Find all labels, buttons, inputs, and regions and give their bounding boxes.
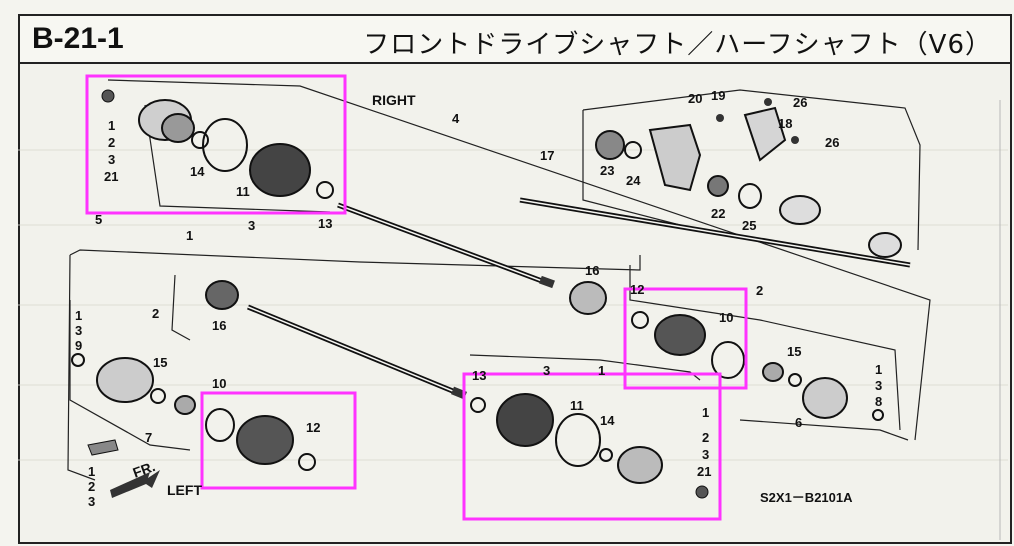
label-left: LEFT	[167, 482, 202, 498]
callout: 3	[875, 378, 882, 393]
callout: 21	[104, 169, 118, 184]
callout: 1	[598, 363, 605, 378]
right-inner-joint-group	[631, 311, 884, 421]
callout: 23	[600, 163, 614, 178]
callout: 1	[875, 362, 882, 377]
callout: 4	[452, 111, 460, 126]
callout: 14	[190, 164, 205, 179]
callout: 11	[236, 184, 250, 199]
dampers	[205, 280, 607, 315]
callout: 10	[212, 376, 226, 391]
diagram-code: B-21-1	[32, 22, 124, 55]
callout: 2	[756, 283, 763, 298]
callout: 13	[318, 216, 332, 231]
diagram-header: B-21-1 フロントドライブシャフト／ハーフシャフト（V6）	[18, 14, 1012, 64]
callout: 15	[153, 355, 167, 370]
callout: 9	[75, 338, 82, 353]
callout: 7	[145, 430, 152, 445]
callout: 8	[875, 394, 882, 409]
callout: 1	[702, 405, 709, 420]
callout: 2	[702, 430, 709, 445]
callout: 11	[570, 398, 584, 413]
callout: 13	[472, 368, 486, 383]
callout: 16	[585, 263, 599, 278]
bearing-support-group	[595, 98, 799, 209]
label-front-arrow: FR.	[131, 458, 158, 481]
callout: 5	[95, 212, 102, 227]
callout: 15	[787, 344, 801, 359]
callout: 1	[88, 464, 95, 479]
callout: 3	[88, 494, 95, 509]
callout: 26	[825, 135, 839, 150]
callout: 6	[795, 415, 802, 430]
callout: 10	[719, 310, 733, 325]
callout: 3	[75, 323, 82, 338]
diagram-frame	[18, 62, 1012, 544]
label-right: RIGHT	[372, 92, 416, 108]
intermediate-shaft	[519, 195, 911, 268]
left-outer-joint-group	[470, 393, 709, 499]
callout: 22	[711, 206, 725, 221]
callout: 1	[75, 308, 82, 323]
callout: 20	[688, 91, 702, 106]
callout: 1	[108, 118, 115, 133]
highlight-boxes	[85, 74, 748, 521]
reference-code: S2X1－B2101A	[760, 490, 853, 505]
callout: 12	[306, 420, 320, 435]
faint-background-table	[18, 100, 1008, 540]
right-shaft-axle	[337, 202, 555, 289]
callout: 17	[540, 148, 554, 163]
callout: 3	[108, 152, 115, 167]
callout: 26	[793, 95, 807, 110]
callout: 24	[626, 173, 641, 188]
highlight-box-right-boot	[623, 287, 748, 390]
callout: 3	[248, 218, 255, 233]
callout: 19	[711, 88, 725, 103]
callout: 21	[697, 464, 711, 479]
callout: 18	[778, 116, 792, 131]
right-outer-joint-group	[101, 89, 334, 199]
left-inner-joint-group	[71, 353, 316, 498]
callout: 1	[186, 228, 193, 243]
highlight-box-right-outer	[85, 74, 347, 215]
callout: 3	[702, 447, 709, 462]
callout: 14	[600, 413, 615, 428]
highlight-box-left-outer	[462, 372, 722, 521]
assembly-outlines	[67, 79, 931, 481]
callout: 16	[212, 318, 226, 333]
diagram-title: フロントドライブシャフト／ハーフシャフト（V6）	[363, 30, 992, 60]
callout: 2	[108, 135, 115, 150]
callout: 2	[88, 479, 95, 494]
highlight-box-left-boot	[200, 391, 357, 490]
callout: 25	[742, 218, 756, 233]
callout: 12	[630, 282, 644, 297]
callout: 3	[543, 363, 550, 378]
callout: 2	[152, 306, 159, 321]
